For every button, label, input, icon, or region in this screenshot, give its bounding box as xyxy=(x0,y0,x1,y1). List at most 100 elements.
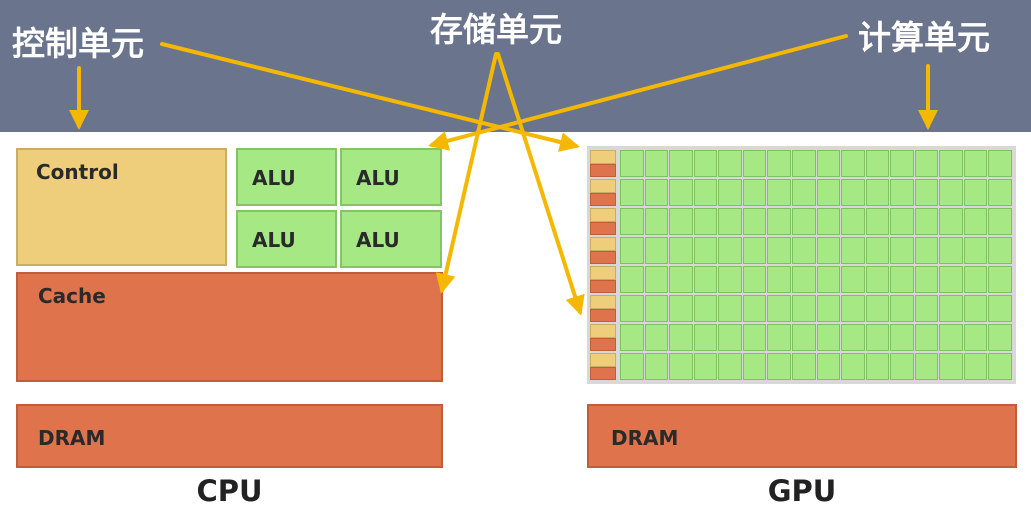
gpu-alu-cell xyxy=(718,150,742,177)
gpu-row-control xyxy=(590,295,616,309)
gpu-alu-cell xyxy=(644,295,669,322)
gpu-alu-cell xyxy=(914,208,939,235)
gpu-alu-cell xyxy=(767,150,791,177)
gpu-alu-cell xyxy=(742,324,767,351)
gpu-alu-cell xyxy=(669,295,693,322)
gpu-alu-cell xyxy=(816,324,841,351)
gpu-alu-cell xyxy=(865,324,890,351)
gpu-alu-cell xyxy=(841,179,865,206)
gpu-title: GPU xyxy=(767,474,837,508)
gpu-alu-cell xyxy=(644,208,669,235)
gpu-alu-cell xyxy=(718,324,742,351)
gpu-alu-cell xyxy=(693,179,718,206)
gpu-alu-cell xyxy=(693,150,718,177)
gpu-alu-cell xyxy=(693,266,718,293)
gpu-row-cache xyxy=(590,221,616,235)
gpu-alu-cell xyxy=(693,353,718,380)
gpu-row-control xyxy=(590,179,616,193)
gpu-alu-cell xyxy=(988,208,1012,235)
gpu-alu-cell xyxy=(669,208,693,235)
cpu-dram-label: DRAM xyxy=(38,426,106,450)
gpu-alu-cell xyxy=(693,324,718,351)
gpu-alu-cell xyxy=(939,266,963,293)
gpu-alu-cell xyxy=(718,353,742,380)
gpu-dram-label: DRAM xyxy=(611,426,679,450)
gpu-alu-cell xyxy=(963,237,988,264)
gpu-alu-cell xyxy=(718,295,742,322)
gpu-alu-cell xyxy=(914,150,939,177)
gpu-alu-cell xyxy=(620,295,644,322)
gpu-alu-cell xyxy=(939,353,963,380)
cpu-alu-label: ALU xyxy=(252,166,296,190)
gpu-alu-cell xyxy=(963,266,988,293)
gpu-alu-cell xyxy=(963,150,988,177)
gpu-alu-cell xyxy=(620,266,644,293)
gpu-alu-cell xyxy=(890,266,914,293)
gpu-alu-cell xyxy=(644,150,669,177)
gpu-alu-cell xyxy=(620,179,644,206)
gpu-alu-cell xyxy=(742,295,767,322)
gpu-alu-cell xyxy=(841,150,865,177)
gpu-alu-cell xyxy=(742,150,767,177)
gpu-alu-cell xyxy=(988,237,1012,264)
gpu-row-cache xyxy=(590,279,616,293)
gpu-row-cache xyxy=(590,366,616,380)
gpu-alu-cell xyxy=(914,295,939,322)
gpu-alu-cell xyxy=(791,150,816,177)
gpu-alu-cell xyxy=(963,208,988,235)
gpu-row-control xyxy=(590,237,616,251)
cpu-alu-block: ALU xyxy=(236,148,337,206)
gpu-alu-cell xyxy=(816,179,841,206)
gpu-alu-cell xyxy=(620,324,644,351)
gpu-alu-cell xyxy=(816,150,841,177)
gpu-alu-cell xyxy=(865,179,890,206)
gpu-alu-cell xyxy=(693,208,718,235)
gpu-alu-cell xyxy=(816,266,841,293)
gpu-alu-cell xyxy=(939,295,963,322)
cpu-alu-label: ALU xyxy=(356,228,400,252)
gpu-alu-cell xyxy=(963,179,988,206)
gpu-alu-cell xyxy=(644,237,669,264)
gpu-alu-cell xyxy=(963,295,988,322)
gpu-alu-cell xyxy=(914,237,939,264)
gpu-alu-cell xyxy=(669,179,693,206)
gpu-row-control xyxy=(590,266,616,280)
gpu-alu-cell xyxy=(914,353,939,380)
gpu-alu-cell xyxy=(939,179,963,206)
gpu-alu-cell xyxy=(890,150,914,177)
gpu-alu-cell xyxy=(939,237,963,264)
gpu-alu-cell xyxy=(693,295,718,322)
gpu-alu-cell xyxy=(791,237,816,264)
gpu-alu-cell xyxy=(890,353,914,380)
cpu-control-label: Control xyxy=(36,160,119,184)
gpu-alu-cell xyxy=(767,295,791,322)
gpu-alu-cell xyxy=(963,353,988,380)
gpu-alu-cell xyxy=(841,324,865,351)
gpu-alu-cell xyxy=(865,208,890,235)
gpu-alu-cell xyxy=(890,295,914,322)
gpu-alu-cell xyxy=(620,353,644,380)
gpu-alu-cell xyxy=(718,266,742,293)
cpu-alu-block: ALU xyxy=(236,210,337,268)
gpu-alu-cell xyxy=(890,208,914,235)
gpu-alu-cell xyxy=(890,179,914,206)
gpu-alu-cell xyxy=(914,179,939,206)
gpu-alu-cell xyxy=(988,179,1012,206)
gpu-alu-cell xyxy=(767,353,791,380)
gpu-alu-cell xyxy=(865,237,890,264)
gpu-alu-cell xyxy=(841,266,865,293)
gpu-alu-cell xyxy=(988,353,1012,380)
gpu-alu-cell xyxy=(767,208,791,235)
gpu-alu-cell xyxy=(718,208,742,235)
gpu-row-control xyxy=(590,324,616,338)
gpu-alu-cell xyxy=(620,150,644,177)
gpu-alu-cell xyxy=(669,237,693,264)
callout-storage-unit: 存储单元 xyxy=(430,10,562,49)
gpu-alu-cell xyxy=(791,353,816,380)
gpu-row-control xyxy=(590,150,616,164)
cpu-alu-label: ALU xyxy=(252,228,296,252)
gpu-alu-cell xyxy=(988,295,1012,322)
callout-control-unit: 控制单元 xyxy=(12,24,144,63)
gpu-row-cache xyxy=(590,337,616,351)
gpu-alu-cell xyxy=(988,324,1012,351)
